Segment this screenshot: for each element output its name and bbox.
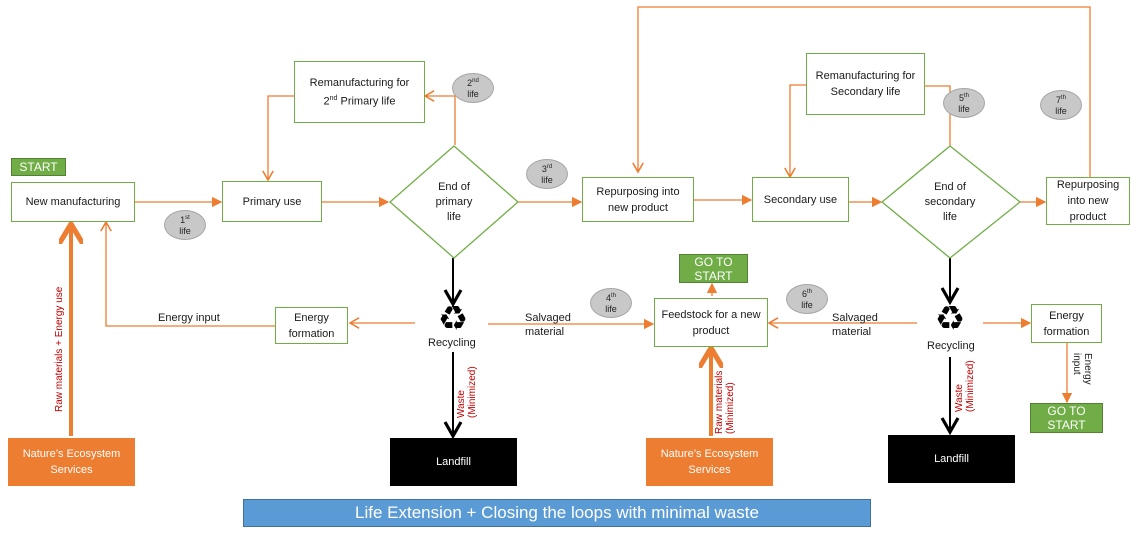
landfill-box-1: Landfill [390,438,517,486]
energy-formation-box-1[interactable]: Energy formation [275,307,348,344]
energy-input-label: Energy input [158,312,220,324]
arrow-remfg-primary [423,90,456,145]
new-manufacturing-box[interactable]: New manufacturing [11,182,135,222]
remanufacturing-primary-label-2: 2nd Primary life [323,94,396,108]
remanufacturing-primary-label: Remanufacturing for [309,76,410,89]
primary-use-label: Primary use [242,195,302,208]
secondary-use-label: Secondary use [763,193,838,206]
arrow-remfg-to-secondary [784,84,806,179]
waste-label-1: Waste(Minimized) [456,366,478,418]
repurposing-box-1[interactable]: Repurposing into new product [582,177,694,222]
recycling-label-1: Recycling [428,337,476,349]
summary-banner: Life Extension + Closing the loops with … [243,499,871,527]
new-manufacturing-label: New manufacturing [25,196,121,208]
energy-formation-label-1: Energy formation [288,311,335,340]
end-secondary-diamond[interactable] [880,145,1022,260]
remanufacturing-secondary-label: Remanufacturing for Secondary life [815,70,916,98]
arrow-energy-input [100,220,275,327]
secondary-use-box[interactable]: Secondary use [752,177,849,222]
recycle-icon: ♻ [437,300,469,338]
arrow-remfg-secondary [925,85,951,147]
arrow-top-loop [632,6,1091,177]
energy-formation-box-2[interactable]: Energy formation [1031,304,1102,343]
recycle-icon-2: ♻ [934,300,966,338]
recycling-label-2: Recycling [927,340,975,352]
repurposing-label-2: Repurposing into new product [1056,179,1120,223]
repurposing-box-2[interactable]: Repurposing into new product [1046,177,1130,225]
energy-formation-label-2: Energy formation [1043,309,1090,338]
raw-materials-label: Raw materials(Minimized) [714,370,736,434]
feedstock-label: Feedstock for a new product [661,308,761,337]
waste-label-2: Waste(Minimized) [954,360,976,412]
feedstock-box[interactable]: Feedstock for a new product [654,298,768,347]
remanufacturing-primary-box[interactable]: Remanufacturing for 2nd Primary life [294,61,425,123]
arrow-remfg-to-primary [262,95,294,182]
primary-use-box[interactable]: Primary use [222,181,322,222]
remanufacturing-secondary-box[interactable]: Remanufacturing for Secondary life [806,53,925,115]
raw-energy-label: Raw materials + Energy use [54,286,65,412]
start-badge: START [11,158,66,176]
repurposing-label-1: Repurposing into new product [596,185,680,214]
landfill-box-2: Landfill [888,435,1015,483]
end-primary-diamond[interactable] [388,145,520,260]
